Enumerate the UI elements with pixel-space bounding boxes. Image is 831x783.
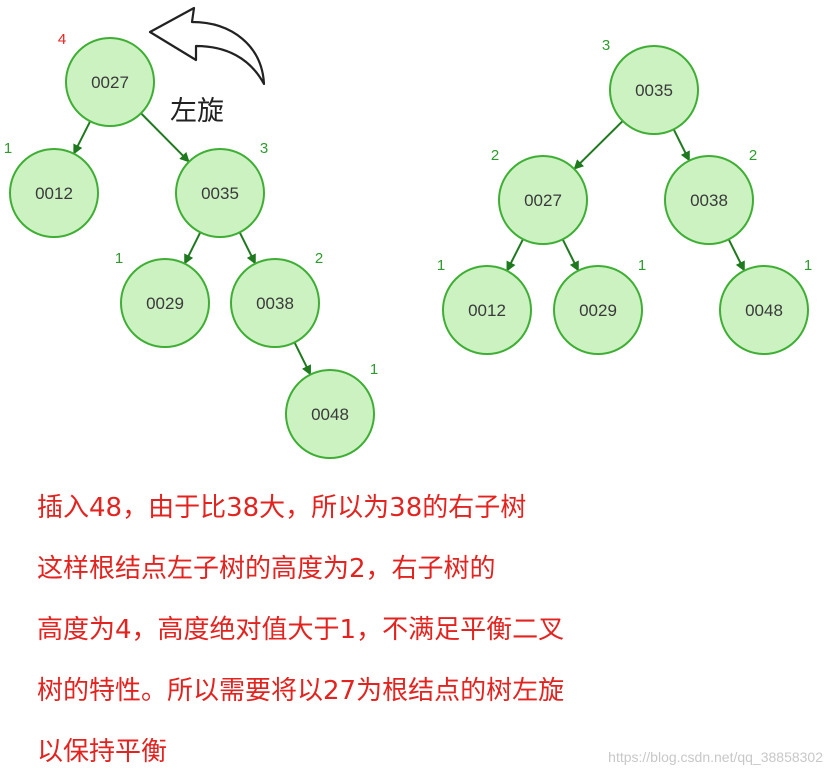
- after-tree-node: 0038 2: [664, 147, 757, 245]
- before-tree-node-label: 0029: [146, 294, 184, 313]
- before-tree-node-height: 1: [4, 140, 12, 157]
- watermark: https://blog.csdn.net/qq_38858302: [608, 749, 823, 765]
- explanation-line: 这样根结点左子树的高度为2，右子树的: [37, 554, 496, 584]
- before-tree-node-circle: [65, 37, 155, 127]
- before-tree-node-circle: [285, 369, 375, 459]
- after-tree-node: 0027 2: [491, 147, 588, 245]
- before-tree-node-height: 2: [315, 250, 323, 267]
- left-rotation-arrow-icon: [148, 6, 266, 86]
- after-tree-node-label: 0012: [468, 301, 506, 320]
- explanation-line: 插入48，由于比38大，所以为38的右子树: [37, 493, 527, 523]
- before-tree-node-height: 1: [370, 361, 378, 378]
- after-tree-node-circle: [498, 155, 588, 245]
- after-tree-node-circle: [609, 45, 699, 135]
- after-tree-node-height: 1: [638, 257, 646, 274]
- before-tree-edge: [140, 112, 190, 163]
- before-tree-node-height: 3: [260, 140, 268, 157]
- after-tree-node-circle: [553, 265, 643, 355]
- after-tree-node-height: 2: [749, 147, 757, 164]
- after-tree-node: 0035 3: [602, 37, 699, 135]
- after-tree-node-circle: [442, 265, 532, 355]
- before-tree-node-circle: [230, 258, 320, 348]
- before-tree-node-height: 1: [115, 250, 123, 267]
- after-tree-node-height: 2: [491, 147, 499, 164]
- before-tree-node: 0048 1: [285, 361, 378, 459]
- explanation-line: 以保持平衡: [37, 737, 168, 767]
- before-tree-node-circle: [120, 258, 210, 348]
- explanation-line: 树的特性。所以需要将以27为根结点的树左旋: [37, 676, 565, 706]
- before-tree-edge: [238, 231, 256, 265]
- before-tree-edge: [73, 120, 92, 155]
- before-tree-node-height: 4: [58, 31, 66, 48]
- before-tree-node-label: 0038: [256, 294, 294, 313]
- before-tree-node-label: 0048: [311, 405, 349, 424]
- before-tree-node: 0029 1: [115, 250, 210, 348]
- after-tree-edge: [672, 128, 690, 162]
- before-tree-node: 0012 1: [4, 140, 99, 238]
- after-tree-node: 0048 1: [719, 257, 812, 355]
- after-tree-node-label: 0027: [524, 191, 562, 210]
- before-tree-node-label: 0012: [35, 184, 73, 203]
- before-tree-node: 0038 2: [230, 250, 323, 348]
- before-tree-node-label: 0035: [201, 184, 239, 203]
- after-tree-node-height: 1: [804, 257, 812, 274]
- after-tree-edge: [573, 120, 624, 170]
- after-tree-edge: [506, 238, 524, 272]
- before-tree-node-circle: [9, 148, 99, 238]
- before-tree-node: 0027 4: [58, 31, 155, 127]
- explanation-line: 高度为4，高度绝对值大于1，不满足平衡二叉: [37, 615, 565, 645]
- before-tree-node-label: 0027: [91, 73, 129, 92]
- after-tree-node: 0029 1: [553, 257, 646, 355]
- explanation-text: 插入48，由于比38大，所以为38的右子树 这样根结点左子树的高度为2，右子树的…: [37, 478, 797, 783]
- after-tree-edge: [727, 238, 745, 272]
- after-tree-node-height: 3: [602, 37, 610, 54]
- after-tree-node-label: 0029: [579, 301, 617, 320]
- before-tree-edge: [184, 231, 202, 265]
- after-tree-node-label: 0035: [635, 81, 673, 100]
- after-tree-node: 0012 1: [437, 257, 532, 355]
- after-tree-edge: [561, 238, 579, 272]
- after-tree-node-label: 0038: [690, 191, 728, 210]
- after-tree-node-circle: [719, 265, 809, 355]
- after-tree-node-height: 1: [437, 257, 445, 274]
- before-tree: 0027 4 0012 1 0035 3 0029 1 0038 2 0048 1: [4, 31, 378, 459]
- after-tree-node-circle: [664, 155, 754, 245]
- before-tree-edge: [293, 341, 311, 376]
- after-tree: 0035 3 0027 2 0038 2 0012 1 0029 1 0048 1: [437, 37, 812, 355]
- before-tree-node: 0035 3: [175, 140, 268, 238]
- rotation-label: 左旋: [170, 96, 224, 127]
- after-tree-node-label: 0048: [745, 301, 783, 320]
- before-tree-node-circle: [175, 148, 265, 238]
